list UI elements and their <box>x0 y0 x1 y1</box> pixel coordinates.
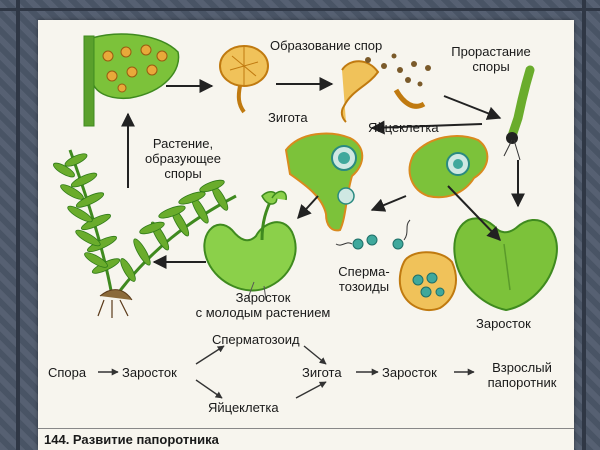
label-spore-germination-line1: Прорастание <box>451 44 531 59</box>
scheme-zygote: Зигота <box>302 365 342 380</box>
label-prothallus-young-line2: с молодым растением <box>195 305 331 320</box>
label-plant-line2: образующее <box>144 151 222 166</box>
scheme-egg-cell: Яйцеклетка <box>208 400 279 415</box>
scheme-prothallus-2: Заросток <box>382 365 437 380</box>
label-zygote: Зигота <box>268 110 308 125</box>
germinating-spore <box>503 65 535 161</box>
frame-rail-left <box>16 0 20 450</box>
scheme-spermatozoid: Сперматозоид <box>212 332 300 347</box>
sporangium <box>219 45 269 114</box>
cycle-arrows <box>121 77 525 269</box>
label-prothallus-young-line1: Заросток <box>235 290 291 305</box>
label-spore-germination: Прорастание споры <box>446 44 536 74</box>
prothallus-mature <box>453 217 558 312</box>
frame-rail-right <box>582 0 586 450</box>
spermatozoids <box>335 219 411 250</box>
label-egg-cell: Яйцеклетка <box>368 120 439 135</box>
label-plant-line1: Растение, <box>152 136 214 151</box>
opened-sporangium <box>340 53 431 123</box>
figure-caption: 144. Развитие папоротника <box>44 432 219 447</box>
label-sperm-line1: Сперма- <box>338 264 390 279</box>
adult-fern <box>53 149 237 318</box>
label-spermatozoids: Сперма- тозоиды <box>326 264 402 294</box>
frond-with-sori <box>83 33 180 127</box>
archegonium-right <box>408 135 489 199</box>
label-prothallus-young-plant: Заросток с молодым растением <box>168 290 358 320</box>
label-plant-line3: споры <box>164 166 202 181</box>
scheme-prothallus-1: Заросток <box>122 365 177 380</box>
antheridium <box>398 251 457 311</box>
scheme-spore: Спора <box>48 365 87 380</box>
label-spore-germination-line2: споры <box>472 59 510 74</box>
frame-rail-top <box>0 8 600 11</box>
scheme-adult-line2: папоротник <box>487 375 557 390</box>
label-spore-producing-plant: Растение, образующее споры <box>128 136 238 181</box>
scheme-adult-line1: Взрослый <box>492 360 552 375</box>
label-spore-formation: Образование спор <box>270 38 383 53</box>
label-sperm-line2: тозоиды <box>338 279 390 294</box>
scheme-arrows <box>98 345 475 399</box>
scheme-adult-fern: Взрослый папоротник <box>472 360 572 390</box>
archegonium-left <box>284 132 364 232</box>
label-prothallus-right: Заросток <box>476 316 531 331</box>
prothallus-with-young-plant <box>203 190 297 301</box>
caption-divider <box>38 428 574 429</box>
